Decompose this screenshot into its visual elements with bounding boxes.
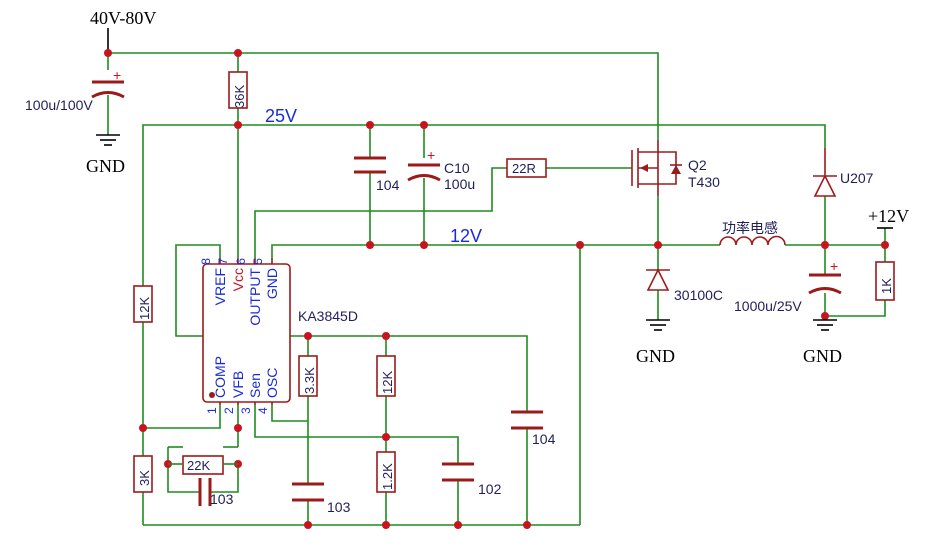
svg-text:+: +: [427, 147, 435, 163]
capacitor-104-top-label: 104: [376, 177, 400, 193]
ic-pin-5-num: 5: [251, 258, 265, 265]
ic-pin-4-num: 4: [256, 407, 270, 414]
ic-pin-vfb: VFB: [230, 371, 246, 398]
ic-pin-output: OUTPUT: [247, 268, 263, 326]
capacitor-c10-name: C10: [444, 160, 470, 176]
resistor-22r: [506, 158, 547, 178]
diode-30100c: [646, 268, 670, 291]
capacitor-102: [442, 462, 474, 482]
capacitor-103-osc-label: 103: [327, 499, 351, 515]
ic-pin-comp: COMP: [212, 356, 228, 398]
ic-pin-vcc: Vcc: [230, 268, 246, 291]
ic-pin-2-num: 2: [222, 407, 236, 414]
ic-pin-sen: Sen: [247, 373, 263, 398]
capacitor-103-feedback-label: 103: [210, 491, 234, 507]
wires: [107, 28, 886, 526]
resistor-12k-mid: 12K: [376, 355, 396, 397]
ic-pin-1-num: 1: [205, 407, 219, 414]
ic-pin-6-num: 6: [234, 258, 248, 265]
resistor-22k: [182, 455, 224, 475]
ic-name-label: KA3845D: [298, 308, 358, 324]
resistor-36k-label: 36K: [232, 85, 247, 108]
resistor-1k-label: 1K: [879, 278, 894, 294]
diode-30100c-label: 30100C: [674, 287, 723, 303]
capacitor-104-right-label: 104: [532, 431, 556, 447]
capacitor-103-osc: [292, 482, 324, 502]
mosfet-q2: [631, 140, 682, 196]
ic-pin-vref: VREF: [212, 268, 228, 305]
capacitor-104-right: [511, 410, 543, 430]
resistor-12k-mid-label: 12K: [380, 371, 395, 394]
capacitor-c10: +: [407, 147, 441, 182]
ic-pin-osc: OSC: [264, 368, 280, 398]
rail-12v-label: 12V: [450, 226, 482, 246]
resistor-3-3k-label: 3.3K: [302, 367, 317, 394]
power-inductor-label: 功率电感: [722, 220, 778, 236]
capacitor-c10-value: 100u: [444, 176, 475, 192]
ic-pin-7-num: 7: [216, 258, 230, 265]
capacitor-104-top: [354, 156, 386, 174]
input-voltage-label: 40V-80V: [90, 8, 156, 28]
power-inductor: [719, 235, 786, 246]
output-voltage-label: +12V: [868, 206, 909, 226]
rail-25v-label: 25V: [265, 106, 297, 126]
output-capacitor: +: [808, 258, 842, 295]
ground-label-diode: GND: [636, 346, 675, 366]
resistor-3k: 3K: [133, 455, 153, 493]
resistor-3k-label: 3K: [137, 470, 152, 486]
resistor-22k-label: 22K: [187, 458, 210, 473]
diode-u207-label: U207: [840, 170, 874, 186]
ground-symbol-input: [96, 134, 120, 146]
ic-pin-8-num: 8: [199, 258, 213, 265]
resistor-12k-left: 12K: [133, 285, 153, 323]
input-capacitor-label: 100u/100V: [25, 97, 93, 113]
capacitor-102-label: 102: [478, 481, 502, 497]
ground-label-input: GND: [86, 156, 125, 176]
resistor-36k: 36K: [228, 71, 248, 109]
resistor-1-2k: 1.2K: [376, 451, 396, 493]
mosfet-q2-name: Q2: [688, 157, 707, 173]
ic-pin-3-num: 3: [239, 407, 253, 414]
ic-ka3845d: 8 7 6 5 VREF Vcc OUTPUT GND COMP VFB Sen…: [199, 258, 291, 414]
ground-symbol-output: [813, 319, 837, 331]
capacitor-103-feedback: [198, 478, 212, 506]
ic-pin-gnd: GND: [264, 268, 280, 299]
mosfet-q2-part: T430: [688, 174, 720, 190]
ground-label-output: GND: [803, 346, 842, 366]
diode-u207: [813, 148, 837, 197]
svg-text:+: +: [830, 258, 838, 274]
resistor-1k: 1K: [875, 261, 895, 301]
svg-text:+: +: [113, 67, 121, 83]
output-capacitor-label: 1000u/25V: [734, 298, 802, 314]
resistor-12k-left-label: 12K: [137, 297, 152, 320]
ground-symbol-diode: [646, 319, 670, 331]
resistor-3-3k: 3.3K: [298, 355, 318, 397]
input-capacitor: +: [91, 67, 125, 135]
junctions: [104, 49, 889, 529]
resistor-22r-label: 22R: [512, 161, 536, 176]
resistor-1-2k-label: 1.2K: [380, 463, 395, 490]
